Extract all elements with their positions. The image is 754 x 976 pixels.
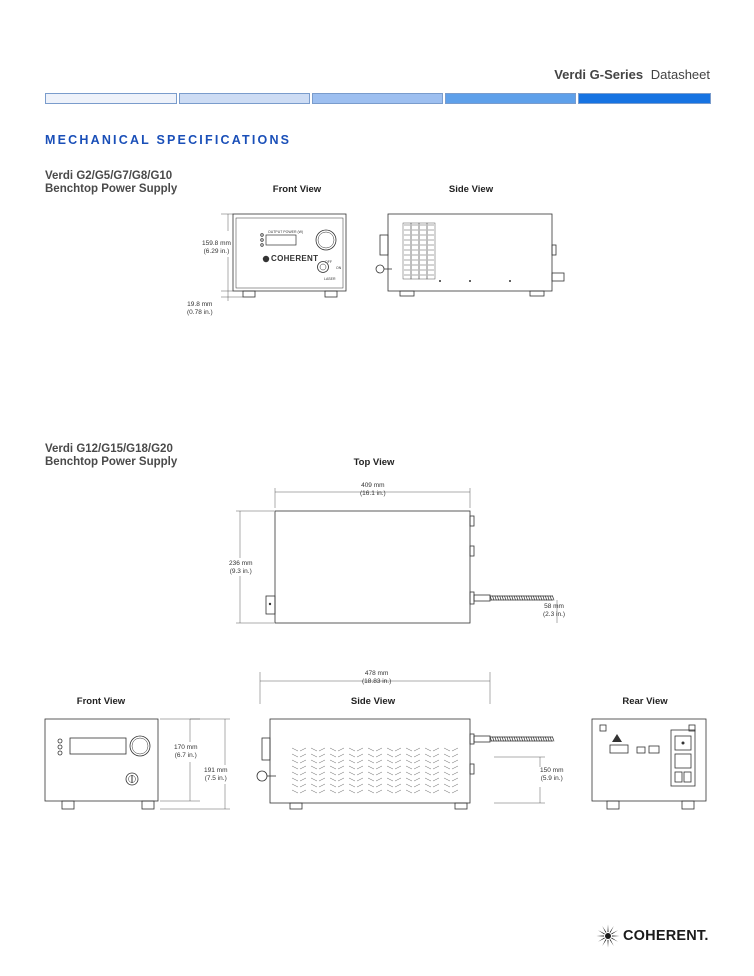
small-panel-text: OUTPUT POWER (W) [268, 230, 304, 234]
large-side-view-drawing [256, 718, 555, 810]
header-bar-1 [45, 93, 177, 104]
model-large-title: Verdi G12/G15/G18/G20 Benchtop Power Sup… [45, 443, 177, 469]
large-cable-mm: 58 mm [544, 603, 564, 610]
large-cable-in: (2.3 in.) [543, 611, 566, 618]
large-total-h-mm: 191 mm [204, 767, 228, 774]
large-width-in: (16.1 in.) [360, 490, 386, 497]
large-rear-height-dim: 150 mm (5.9 in.) [540, 767, 563, 783]
large-front-h-in: (6.7 in.) [174, 752, 197, 759]
model-small-line2: Benchtop Power Supply [45, 183, 178, 195]
small-feet-in: (0.78 in.) [187, 309, 213, 316]
header-bar-5 [578, 93, 711, 104]
large-side-length-dim: 478 mm (18.83 in.) [362, 670, 391, 686]
small-front-view-drawing [221, 213, 347, 301]
large-rear-h-in: (5.9 in.) [540, 775, 563, 782]
small-front-view-label: Front View [272, 184, 322, 195]
small-feet-mm: 19.8 mm [187, 301, 213, 308]
model-large-line1: Verdi G12/G15/G18/G20 [45, 443, 173, 455]
header-bar-3 [312, 93, 443, 104]
small-height-dim: 159.8 mm (6.29 in.) [202, 240, 231, 256]
small-feet-dim: 19.8 mm (0.78 in.) [187, 301, 213, 317]
small-height-in: (6.29 in.) [203, 248, 230, 255]
large-top-view-drawing [236, 488, 558, 624]
doc-type: Datasheet [650, 67, 710, 82]
large-side-len-in: (18.83 in.) [362, 678, 392, 685]
large-depth-mm: 236 mm [229, 560, 253, 567]
model-small-title: Verdi G2/G5/G7/G8/G10 Benchtop Power Sup… [45, 170, 177, 196]
section-title: MECHANICAL SPECIFICATIONS [45, 133, 292, 147]
large-rear-h-mm: 150 mm [540, 767, 564, 774]
datasheet-header: Verdi G-Series Datasheet [554, 67, 710, 82]
small-key-label: LASER [324, 277, 336, 281]
large-front-view-label: Front View [76, 696, 126, 707]
large-width-dim: 409 mm (16.1 in.) [360, 482, 386, 498]
small-key-on: ON [336, 266, 342, 270]
large-side-length-dim-lines [259, 672, 491, 704]
large-cable-dim: 58 mm (2.3 in.) [543, 603, 565, 619]
large-depth-in: (9.3 in.) [229, 568, 252, 575]
coherent-logo: COHERENT. [596, 924, 714, 948]
large-front-h-mm: 170 mm [174, 744, 198, 751]
large-total-height-dim: 191 mm (7.5 in.) [204, 767, 227, 783]
large-side-len-mm: 478 mm [364, 670, 389, 677]
model-large-line2: Benchtop Power Supply [45, 456, 178, 468]
model-small-line1: Verdi G2/G5/G7/G8/G10 [45, 170, 173, 182]
header-bar-4 [445, 93, 576, 104]
small-key-off: OFF [325, 260, 332, 264]
small-panel-logo: COHERENT [271, 254, 319, 263]
large-total-h-in: (7.5 in.) [204, 775, 227, 782]
large-front-view-drawing [44, 718, 230, 810]
small-side-view-label: Side View [448, 184, 494, 195]
large-rear-view-drawing [591, 718, 707, 810]
coherent-burst-icon [596, 924, 620, 948]
product-name: Verdi G-Series [554, 67, 644, 82]
large-width-mm: 409 mm [361, 482, 385, 489]
large-side-view-label: Side View [350, 696, 396, 707]
large-depth-dim: 236 mm (9.3 in.) [229, 560, 252, 576]
large-rear-view-label: Rear View [622, 696, 668, 707]
large-front-height-dim: 170 mm (6.7 in.) [174, 744, 197, 760]
large-top-view-label: Top View [353, 457, 395, 468]
header-bar-2 [179, 93, 310, 104]
small-height-mm: 159.8 mm [202, 240, 231, 247]
small-side-view-drawing [375, 213, 565, 297]
coherent-logo-text: COHERENT. [623, 928, 709, 944]
